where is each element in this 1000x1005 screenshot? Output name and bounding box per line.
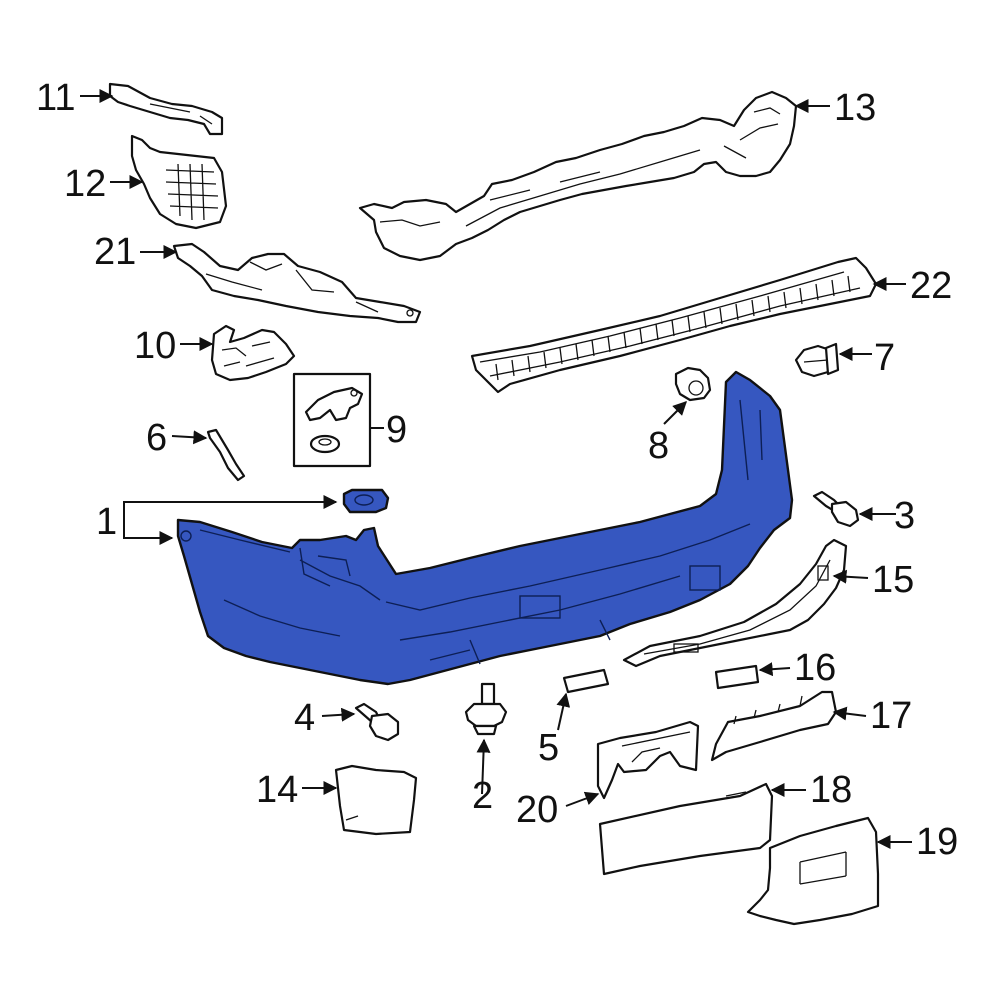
callout-5: 5 xyxy=(538,727,559,769)
callout-15: 15 xyxy=(872,559,914,601)
part-7-clip[interactable] xyxy=(794,342,840,378)
callout-6: 6 xyxy=(146,417,167,459)
part-1-sensor-holder[interactable] xyxy=(342,488,390,514)
callout-16: 16 xyxy=(794,647,836,689)
part-6-strip[interactable] xyxy=(206,428,246,482)
part-14-mudguard[interactable] xyxy=(334,764,418,836)
callout-8: 8 xyxy=(648,425,669,467)
part-13-reinforcement[interactable] xyxy=(358,90,798,262)
part-16-reflector[interactable] xyxy=(714,664,760,690)
part-4-bolt[interactable] xyxy=(354,702,400,742)
callout-21: 21 xyxy=(94,231,136,273)
callout-10: 10 xyxy=(134,325,176,367)
part-19-corner-cover[interactable] xyxy=(746,816,880,926)
part-1-bumper-cover[interactable] xyxy=(176,370,794,686)
callout-1: 1 xyxy=(96,501,117,543)
part-5-reflector[interactable] xyxy=(562,668,610,694)
callout-14: 14 xyxy=(256,769,298,811)
callout-22: 22 xyxy=(910,265,952,307)
part-2-push-pin[interactable] xyxy=(464,682,508,736)
callout-9: 9 xyxy=(386,409,407,451)
part-12-grid-bracket[interactable] xyxy=(130,134,228,230)
part-20-license-bracket[interactable] xyxy=(596,720,700,800)
part-9-kit-box[interactable] xyxy=(292,372,372,468)
part-17-lower-trim[interactable] xyxy=(710,690,838,762)
callout-4: 4 xyxy=(294,697,315,739)
callout-labels: 1 2 3 4 5 6 7 8 9 10 11 12 13 14 15 16 1… xyxy=(36,77,958,863)
callout-20: 20 xyxy=(516,789,558,831)
part-22-step-pad[interactable] xyxy=(470,256,878,394)
part-10-small-bracket[interactable] xyxy=(210,324,296,382)
callout-17: 17 xyxy=(870,695,912,737)
callout-12: 12 xyxy=(64,163,106,205)
callout-18: 18 xyxy=(810,769,852,811)
callout-13: 13 xyxy=(834,87,876,129)
callout-11: 11 xyxy=(36,77,75,119)
callout-7: 7 xyxy=(874,337,895,379)
callout-2: 2 xyxy=(472,775,493,817)
leader-lines xyxy=(80,89,912,849)
part-11-bracket[interactable] xyxy=(108,82,224,136)
callout-19: 19 xyxy=(916,821,958,863)
part-3-bolt[interactable] xyxy=(812,490,860,528)
callout-3: 3 xyxy=(894,495,915,537)
part-21-side-bracket[interactable] xyxy=(172,242,422,324)
part-18-cover-panel[interactable] xyxy=(598,782,774,876)
part-1-bumper-cover-body[interactable] xyxy=(176,370,794,686)
part-8-push-clip[interactable] xyxy=(674,366,712,402)
